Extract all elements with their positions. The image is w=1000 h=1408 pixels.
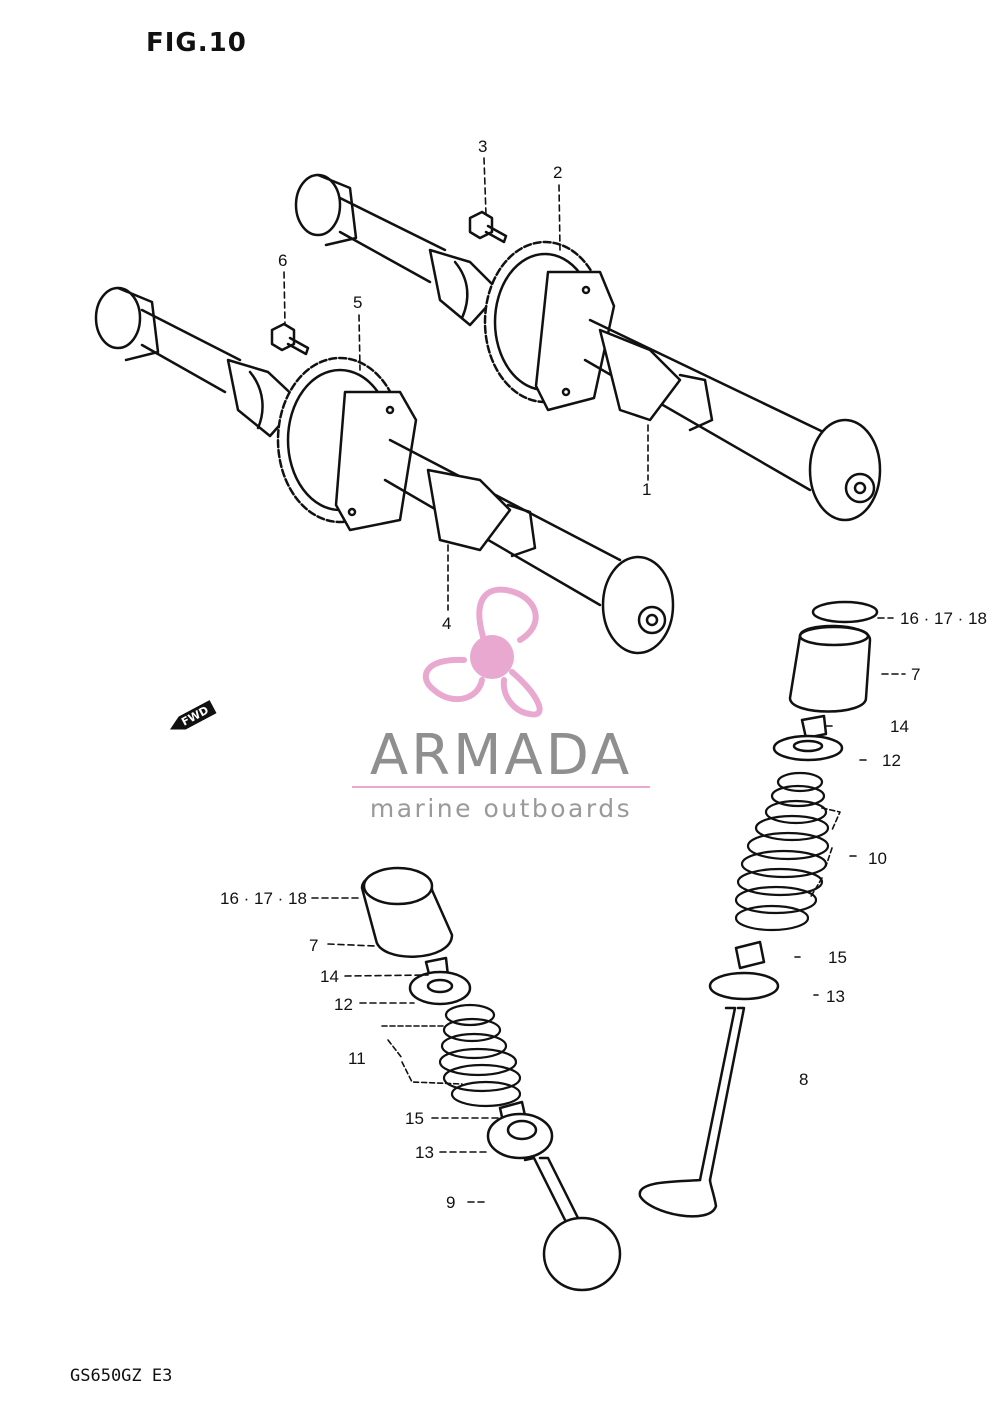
- callout-4: 4: [442, 614, 452, 633]
- camshaft-upper: [294, 173, 882, 522]
- watermark-propeller-logo: [422, 586, 543, 718]
- callout-9: 9: [446, 1193, 456, 1212]
- callout-14-left: 14: [320, 967, 339, 986]
- callout-16-17-18-left: 16 · 17 · 18: [220, 889, 307, 908]
- callout-1: 1: [642, 480, 652, 499]
- callout-5: 5: [353, 293, 363, 312]
- callout-7-right: 7: [911, 665, 921, 684]
- valve-assembly-right: [638, 600, 879, 1218]
- callout-13-left: 13: [415, 1143, 434, 1162]
- spring-left: [438, 1003, 522, 1108]
- callout-6: 6: [278, 251, 288, 270]
- callout-7-left: 7: [309, 936, 319, 955]
- callout-15-left: 15: [405, 1109, 424, 1128]
- valve-assembly-left: [360, 866, 622, 1292]
- camshaft-lower: [94, 286, 675, 655]
- callout-12-left: 12: [334, 995, 353, 1014]
- callout-10: 10: [868, 849, 887, 868]
- callout-13-right: 13: [826, 987, 845, 1006]
- bolt-6: [270, 322, 310, 356]
- callout-15-right: 15: [828, 948, 847, 967]
- watermark-brand: ARMADA: [369, 723, 633, 788]
- callout-11: 11: [348, 1049, 366, 1068]
- watermark-divider: [352, 786, 650, 788]
- sprocket-lower: [276, 356, 418, 532]
- figure-title: FIG.10: [146, 28, 247, 58]
- callout-16-17-18-right: 16 · 17 · 18: [900, 609, 987, 628]
- callout-14-right: 14: [890, 717, 909, 736]
- sprocket-upper: [483, 240, 616, 412]
- callout-12-right: 12: [882, 751, 901, 770]
- bolt-3: [468, 210, 508, 244]
- model-code: GS650GZ E3: [70, 1366, 173, 1386]
- callout-3: 3: [478, 137, 488, 156]
- callout-2: 2: [553, 163, 563, 182]
- watermark-tagline: marine outboards: [369, 794, 633, 823]
- callout-8: 8: [799, 1070, 809, 1089]
- spring-right: [734, 771, 830, 932]
